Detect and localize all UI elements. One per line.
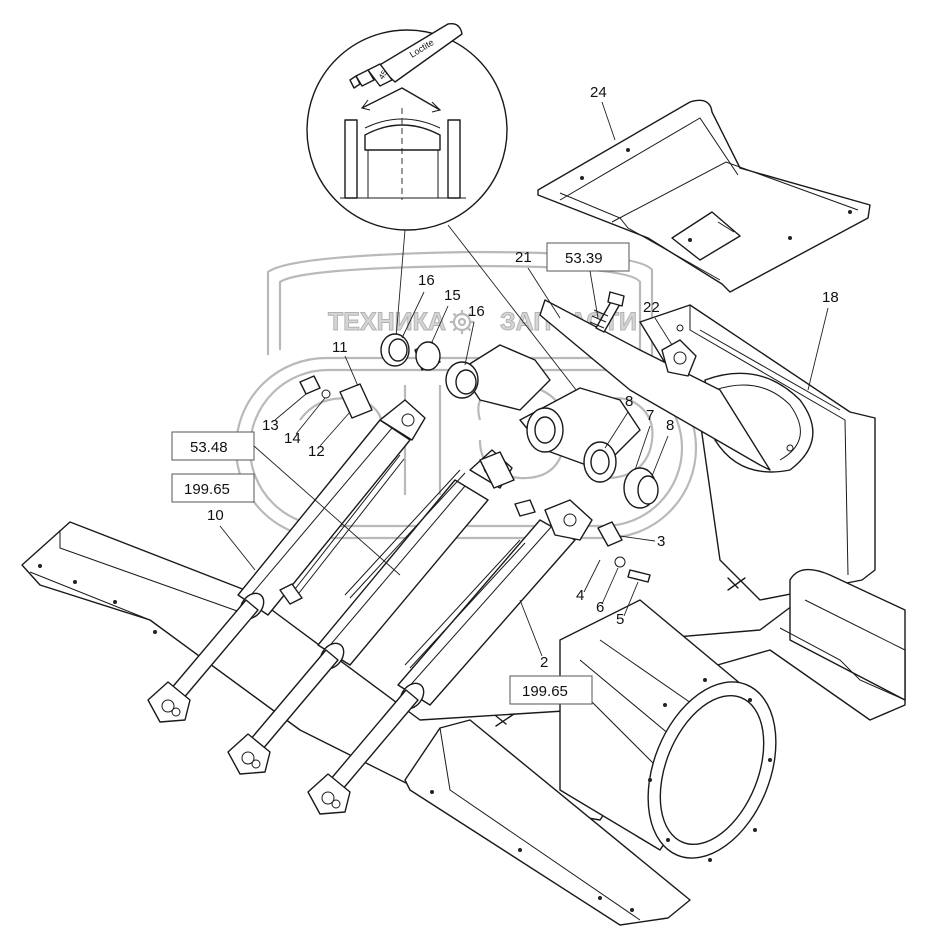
bushings-15-16 — [380, 333, 479, 399]
loctite-tube: Loctite 45 — [349, 23, 463, 89]
callout-12: 12 — [308, 443, 325, 460]
callout-10: 10 — [207, 507, 224, 524]
reference-boxes: 53.39 53.48 199.65 199.65 — [171, 242, 630, 705]
axle-tube-flange — [495, 577, 777, 862]
callout-18: 18 — [822, 289, 839, 306]
lower-beam — [404, 719, 691, 926]
callout-labels: 24 21 22 18 16 15 16 11 13 14 12 8 7 8 1… — [207, 84, 839, 671]
ref-text-199-65-right: 199.65 — [522, 683, 568, 700]
small-fittings — [299, 375, 536, 517]
callout-24: 24 — [590, 84, 607, 101]
gear-icon — [450, 310, 474, 334]
callout-16-right: 16 — [468, 303, 485, 320]
callout-22: 22 — [643, 299, 660, 316]
ref-text-53-48: 53.48 — [190, 439, 228, 456]
hydraulic-cylinder-right — [307, 499, 651, 815]
callout-13: 13 — [262, 417, 279, 434]
pivot-brackets — [459, 291, 771, 509]
ref-box-199-65-right — [509, 675, 593, 705]
callout-5: 5 — [616, 611, 624, 628]
hydraulic-hoses — [279, 454, 526, 669]
callout-4: 4 — [576, 587, 584, 604]
ref-text-53-39: 53.39 — [565, 250, 603, 267]
cover-plate-24 — [537, 99, 871, 293]
callout-8-right: 8 — [666, 417, 674, 434]
callout-16-left: 16 — [418, 272, 435, 289]
ref-text-199-65-left: 199.65 — [184, 481, 230, 498]
ref-box-53-39 — [546, 242, 630, 272]
callout-15: 15 — [444, 287, 461, 304]
detail-circle: Loctite 45 — [306, 23, 581, 396]
ref-box-199-65-left — [171, 473, 255, 503]
callout-21: 21 — [515, 249, 532, 266]
callout-11: 11 — [332, 339, 348, 356]
callout-8-left: 8 — [625, 393, 633, 410]
watermark-text-left: ТЕХНИКА — [328, 308, 446, 336]
callout-14: 14 — [284, 430, 301, 447]
callout-7: 7 — [646, 407, 654, 424]
callout-6: 6 — [596, 599, 604, 616]
hydraulic-cylinder-left — [147, 399, 426, 723]
callout-2: 2 — [540, 654, 548, 671]
ref-box-53-48 — [171, 431, 255, 461]
callout-3: 3 — [657, 533, 665, 550]
